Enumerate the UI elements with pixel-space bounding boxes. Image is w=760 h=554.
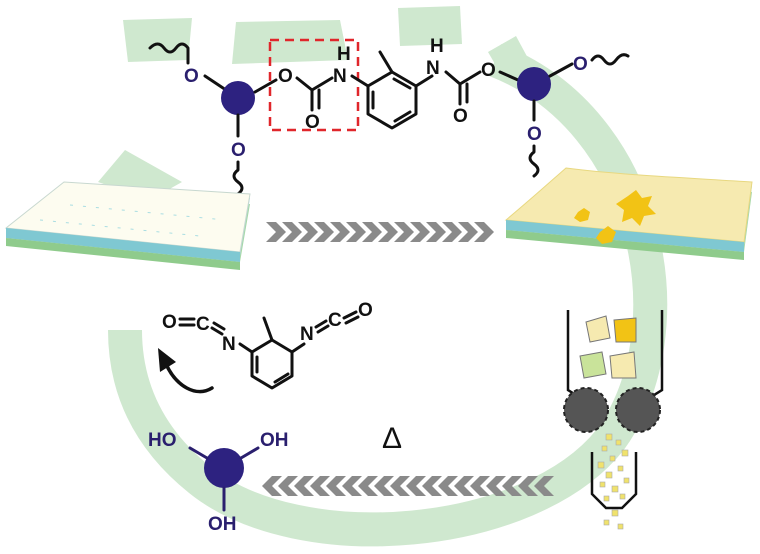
heat-label: Δ xyxy=(382,422,402,455)
atom-n-right: N xyxy=(426,58,440,79)
atom-c-nco-left: C xyxy=(196,314,210,335)
atom-o-left-chain: O xyxy=(184,66,199,87)
polyol-node-right xyxy=(517,67,551,101)
chevron-arrow-left-icon xyxy=(262,476,554,496)
atom-n-nco-right: N xyxy=(300,324,314,345)
atom-h-right: H xyxy=(430,36,444,57)
diisocyanate-structure: O C N N C O xyxy=(162,300,373,390)
grinder-roller-left xyxy=(563,387,609,433)
label-oh-right: OH xyxy=(260,430,289,451)
label-oh-bottom: OH xyxy=(208,514,237,535)
polyurethane-structure: O O O O N H N H O O xyxy=(148,36,630,208)
damage-spot-small xyxy=(574,208,590,222)
polyol-structure: HO OH OH xyxy=(148,430,289,535)
atom-n-left: N xyxy=(333,66,347,87)
atom-o-carbamate-right: O xyxy=(481,60,496,81)
damage-spot-large xyxy=(616,190,656,226)
damage-spot-medium xyxy=(596,226,616,244)
atom-o-nco-right: O xyxy=(358,300,373,321)
atom-o-right-chain: O xyxy=(573,54,588,75)
atom-o-nco-left: O xyxy=(162,312,177,333)
atom-o-carbamate: O xyxy=(278,66,293,87)
intact-layered-film-icon xyxy=(4,181,251,270)
atom-o-carbonyl-right: O xyxy=(453,106,468,127)
atom-o-right-down: O xyxy=(527,124,542,145)
recycling-cycle-arrow-icon xyxy=(98,6,668,547)
damaged-layered-film-icon xyxy=(504,167,753,260)
polyol-node-left xyxy=(221,81,255,115)
ground-particles xyxy=(597,433,630,530)
atom-o-carbonyl-left: O xyxy=(305,112,320,133)
atom-h-left: H xyxy=(337,44,351,65)
grinder-hopper-icon xyxy=(563,310,664,510)
polyol-node-bottom xyxy=(204,448,244,488)
chevron-arrow-right-icon xyxy=(266,222,494,242)
grinder-roller-right xyxy=(615,387,661,433)
atom-n-nco-left: N xyxy=(222,334,236,355)
label-ho-left: HO xyxy=(148,430,177,451)
curved-arrow-icon xyxy=(158,348,214,394)
atom-c-nco-right: C xyxy=(328,310,342,331)
atom-o-left-down: O xyxy=(231,140,246,161)
